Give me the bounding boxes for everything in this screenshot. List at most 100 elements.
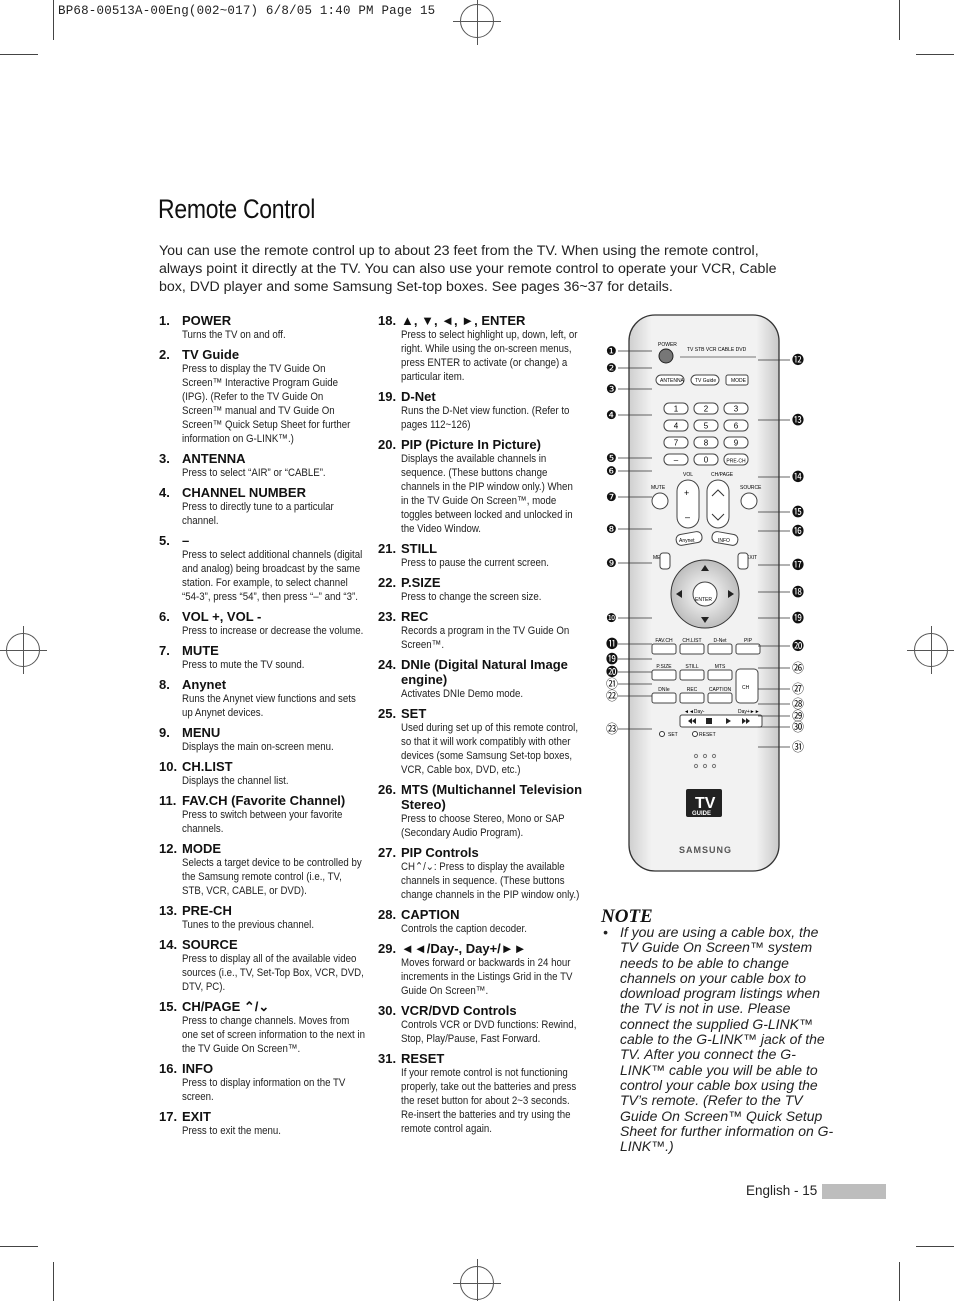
svg-text:Day+►►: Day+►► <box>738 709 760 715</box>
svg-text:SET: SET <box>668 732 678 738</box>
item-description: Press to select additional channels (dig… <box>182 549 363 603</box>
svg-text:0: 0 <box>704 456 709 465</box>
svg-text:EXIT: EXIT <box>746 555 757 561</box>
svg-text:6: 6 <box>734 422 739 431</box>
item-number: 8. <box>159 677 170 692</box>
svg-text:TV: TV <box>695 795 716 812</box>
item-title: CH/PAGE ⌃/⌄ <box>182 999 270 1014</box>
tvguide-button <box>690 374 720 386</box>
function-item: 5.–Press to select additional channels (… <box>159 533 367 604</box>
channel-rocker <box>706 479 730 529</box>
function-item: 24.DNIe (Digital Natural Image engine)Ac… <box>378 657 584 701</box>
item-title: FAV.CH (Favorite Channel) <box>182 793 346 808</box>
item-number: 29. <box>378 941 397 956</box>
item-title: PIP Controls <box>401 845 479 860</box>
item-title: Anynet <box>182 677 227 692</box>
samsung-logo: SAMSUNG <box>679 845 732 855</box>
svg-text:9: 9 <box>734 439 739 448</box>
power-label: POWER <box>658 342 677 348</box>
item-number: 15. <box>159 999 178 1014</box>
svg-text:D-Net: D-Net <box>713 638 727 644</box>
remote-button <box>679 643 705 655</box>
item-title: INFO <box>182 1061 214 1076</box>
function-item: 26.MTS (Multichannel Television Stereo)P… <box>378 782 584 840</box>
keypad-button <box>723 436 749 449</box>
svg-text:⓳: ⓳ <box>792 611 804 625</box>
svg-text:㉖: ㉖ <box>792 661 804 675</box>
item-description: Records a program in the TV Guide On Scr… <box>401 625 570 651</box>
intro-paragraph: You can use the remote control up to abo… <box>159 243 777 295</box>
item-title: ◄◄/Day-, Day+/►► <box>401 941 527 956</box>
svg-text:❻: ❻ <box>606 464 617 478</box>
item-number: 3. <box>159 451 170 466</box>
item-number: 30. <box>378 1003 397 1018</box>
item-title: DNIe (Digital Natural Image engine) <box>401 657 568 687</box>
item-title: PRE-CH <box>182 903 232 918</box>
svg-text:㉙: ㉙ <box>792 709 804 723</box>
item-number: 2. <box>159 347 170 362</box>
function-item: 29.◄◄/Day-, Day+/►►Moves forward or back… <box>378 941 584 998</box>
svg-text:⓲: ⓲ <box>792 585 804 599</box>
svg-text:MUTE: MUTE <box>651 485 666 491</box>
keypad-button <box>693 453 719 466</box>
svg-text:7: 7 <box>674 439 679 448</box>
item-title: POWER <box>182 313 232 328</box>
pip-channel-buttons <box>735 668 759 704</box>
item-description: If your remote control is not functionin… <box>401 1067 577 1135</box>
svg-text:㉑: ㉑ <box>606 677 618 691</box>
crop-mark <box>0 1246 38 1247</box>
item-title: STILL <box>401 541 438 556</box>
svg-text:⓱: ⓱ <box>792 558 804 572</box>
remote-button <box>679 692 705 704</box>
svg-text:❽: ❽ <box>606 522 617 536</box>
item-title: SOURCE <box>182 937 238 952</box>
remote-button <box>651 643 677 655</box>
remote-button <box>707 669 733 681</box>
item-title: ▲, ▼, ◄, ►, ENTER <box>401 313 526 328</box>
mode-indicators: TV STB VCR CABLE DVD <box>687 347 747 353</box>
svg-text:CH: CH <box>742 685 750 691</box>
mute-button <box>651 492 669 510</box>
item-title: MODE <box>182 841 221 856</box>
svg-text:❶: ❶ <box>606 344 617 358</box>
crop-mark <box>53 0 54 40</box>
item-number: 27. <box>378 845 397 860</box>
svg-text:INFO: INFO <box>718 538 730 544</box>
svg-text:8: 8 <box>704 439 709 448</box>
anynet-button <box>675 531 703 546</box>
svg-text:❺: ❺ <box>606 451 617 465</box>
exit-button <box>737 552 749 570</box>
crop-mark <box>916 1246 954 1247</box>
keypad-button <box>663 419 689 432</box>
registration-mark <box>0 626 47 674</box>
item-title: CAPTION <box>401 907 460 922</box>
note-heading: NOTE <box>601 906 653 927</box>
item-description: Controls VCR or DVD functions: Rewind, S… <box>401 1019 577 1045</box>
item-description: Press to pause the current screen. <box>401 557 549 569</box>
keypad-button <box>663 453 689 466</box>
svg-text:❹: ❹ <box>606 408 617 422</box>
item-description: Press to change the screen size. <box>401 591 542 603</box>
crop-mark <box>916 54 954 55</box>
page-number: English - 15 <box>746 1183 818 1198</box>
remote-button <box>651 692 677 704</box>
svg-text:㉘: ㉘ <box>792 697 804 711</box>
svg-text:Anynet: Anynet <box>679 538 695 544</box>
item-title: SET <box>401 706 427 721</box>
function-item: 15.CH/PAGE ⌃/⌄Press to change channels. … <box>159 999 367 1056</box>
svg-text:PRE-CH: PRE-CH <box>726 459 746 465</box>
item-number: 18. <box>378 313 397 328</box>
item-description: Displays the channel list. <box>182 775 289 787</box>
svg-text:DNIe: DNIe <box>658 687 670 693</box>
item-description: Press to display information on the TV s… <box>182 1077 346 1103</box>
mode-button <box>725 374 749 386</box>
svg-text:❷: ❷ <box>606 361 617 375</box>
